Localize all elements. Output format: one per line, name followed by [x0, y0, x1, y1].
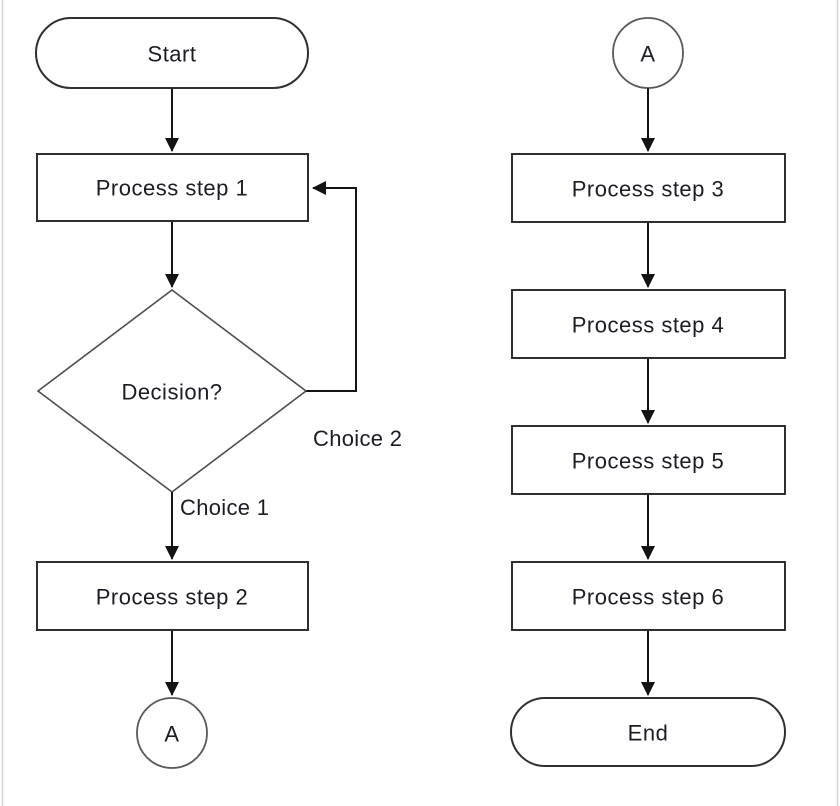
process-step-1-label: Process step 1 [96, 176, 249, 201]
end-label: End [628, 721, 669, 746]
decision-label: Decision? [121, 380, 222, 405]
node-connector-a-in: A [612, 17, 684, 89]
process-step-4-label: Process step 4 [572, 313, 725, 338]
process-step-6-shape [511, 561, 786, 631]
connector-a-out-label: A [164, 722, 179, 747]
node-end: End [510, 697, 786, 767]
node-process-step-4: Process step 4 [511, 289, 786, 359]
node-process-step-3: Process step 3 [511, 153, 786, 223]
process-step-6-label: Process step 6 [572, 585, 725, 610]
arrow-choice2-loop [306, 181, 357, 392]
node-process-step-2: Process step 2 [36, 561, 309, 631]
connector-a-in-label: A [640, 42, 655, 67]
node-connector-a-out: A [136, 697, 208, 769]
node-process-step-5: Process step 5 [511, 425, 786, 495]
start-terminator-shape [35, 17, 309, 89]
node-process-step-1: Process step 1 [36, 153, 309, 222]
edge-label-choice-2: Choice 2 [313, 426, 402, 451]
node-process-step-6: Process step 6 [511, 561, 786, 631]
process-step-1-shape [36, 153, 309, 222]
node-start: Start [35, 17, 309, 89]
process-step-5-shape [511, 425, 786, 495]
process-step-3-shape [511, 153, 786, 223]
connector-a-out-shape [136, 697, 208, 769]
start-label: Start [148, 42, 197, 67]
process-step-5-label: Process step 5 [572, 449, 725, 474]
edge-label-choice-1: Choice 1 [180, 495, 269, 520]
process-step-3-label: Process step 3 [572, 177, 725, 202]
end-terminator-shape [510, 697, 786, 767]
connector-a-in-shape [612, 17, 684, 89]
process-step-2-shape [36, 561, 309, 631]
process-step-2-label: Process step 2 [96, 585, 249, 610]
decision-diamond-shape [36, 288, 308, 494]
node-decision: Decision? [36, 288, 308, 494]
process-step-4-shape [511, 289, 786, 359]
